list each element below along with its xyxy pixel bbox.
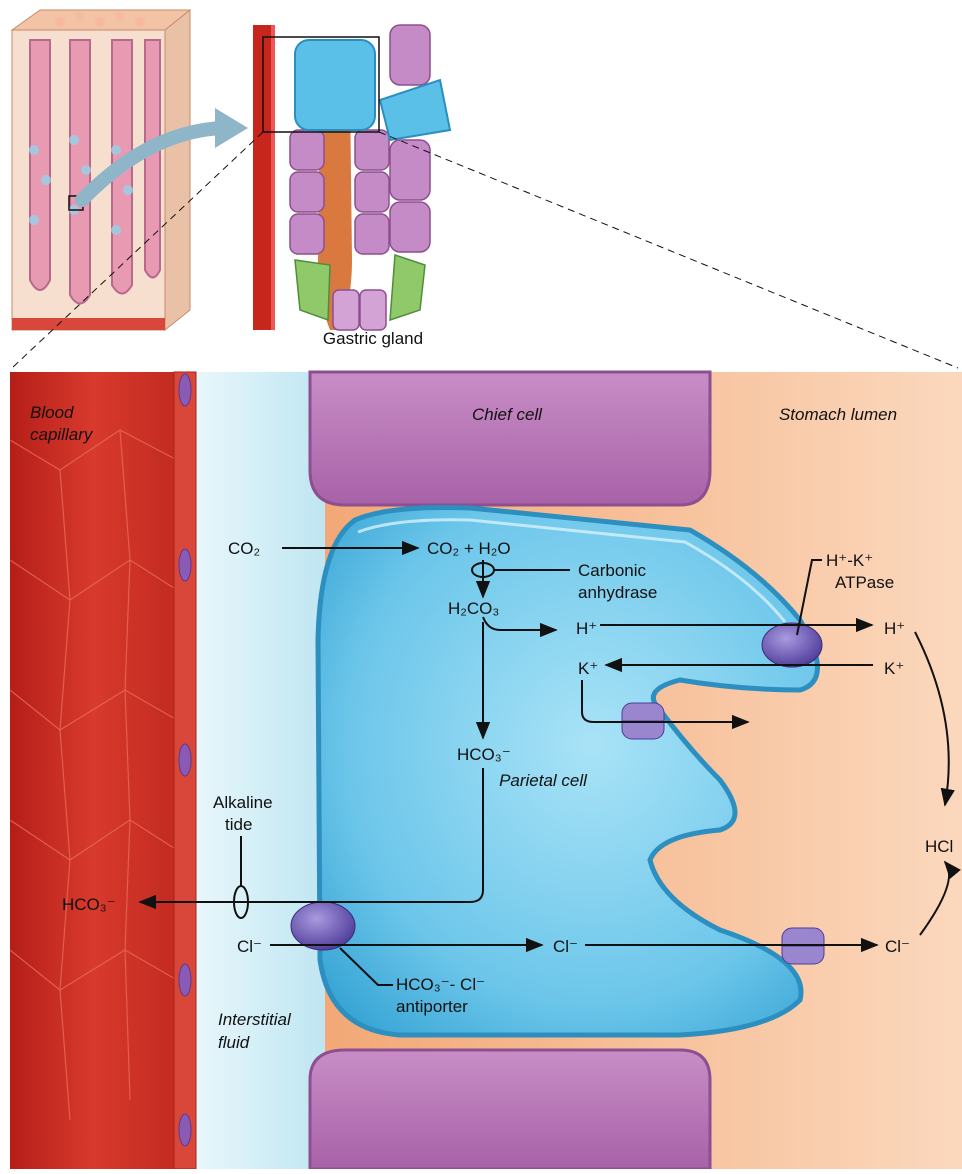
blood-capillary-label-2: capillary [30,425,94,444]
detail-panel: Blood capillary Chief cell Stomach lumen… [10,372,962,1169]
blood-capillary-label-1: Blood [30,403,74,422]
hco3-cl-antiporter [291,902,355,950]
hco3-blood-label: HCO₃⁻ [62,895,116,914]
interstitial-fluid-region [195,372,325,1169]
blood-capillary-region [10,372,177,1169]
alkaline-tide-label-1: Alkaline [213,793,273,812]
antiporter-label-1: HCO₃⁻- Cl⁻ [396,975,485,994]
chief-cell-bottom [310,1050,710,1169]
alkaline-tide-label-2: tide [225,815,252,834]
parietal-cell-label: Parietal cell [499,771,588,790]
hco3-cell-label: HCO₃⁻ [457,745,511,764]
carbonic-anhydrase-label-2: anhydrase [578,583,657,602]
h-cell-label: H⁺ [576,619,597,638]
h-k-atpase-pump [762,623,822,667]
chief-cell-label: Chief cell [472,405,543,424]
zoom-line-right [379,132,958,368]
interstitial-fluid-label-1: Interstitial [218,1010,292,1029]
interstitial-fluid-label-2: fluid [218,1033,250,1052]
co2-blood-label: CO₂ [228,539,260,558]
cl-blood-label: Cl⁻ [237,937,262,956]
atpase-label-1: H⁺-K⁺ [826,551,873,570]
stomach-wall-illustration [12,10,248,330]
cl-cell-label: Cl⁻ [553,937,578,956]
hcl-label: HCl [925,837,953,856]
k-lumen-label: K⁺ [884,659,904,678]
gastric-gland-caption: Gastric gland [323,329,423,348]
stomach-lumen-label: Stomach lumen [779,405,897,424]
gastric-gland-illustration: Gastric gland [253,25,450,348]
h-lumen-label: H⁺ [884,619,905,638]
atpase-label-2: ATPase [835,573,894,592]
cl-lumen-label: Cl⁻ [885,937,910,956]
antiporter-label-2: antiporter [396,997,468,1016]
carbonic-anhydrase-label-1: Carbonic [578,561,647,580]
k-cell-label: K⁺ [578,659,598,678]
chief-cell-top [310,372,710,505]
co2-h2o-label: CO₂ + H₂O [427,539,511,558]
h2co3-label: H₂CO₃ [448,599,499,618]
